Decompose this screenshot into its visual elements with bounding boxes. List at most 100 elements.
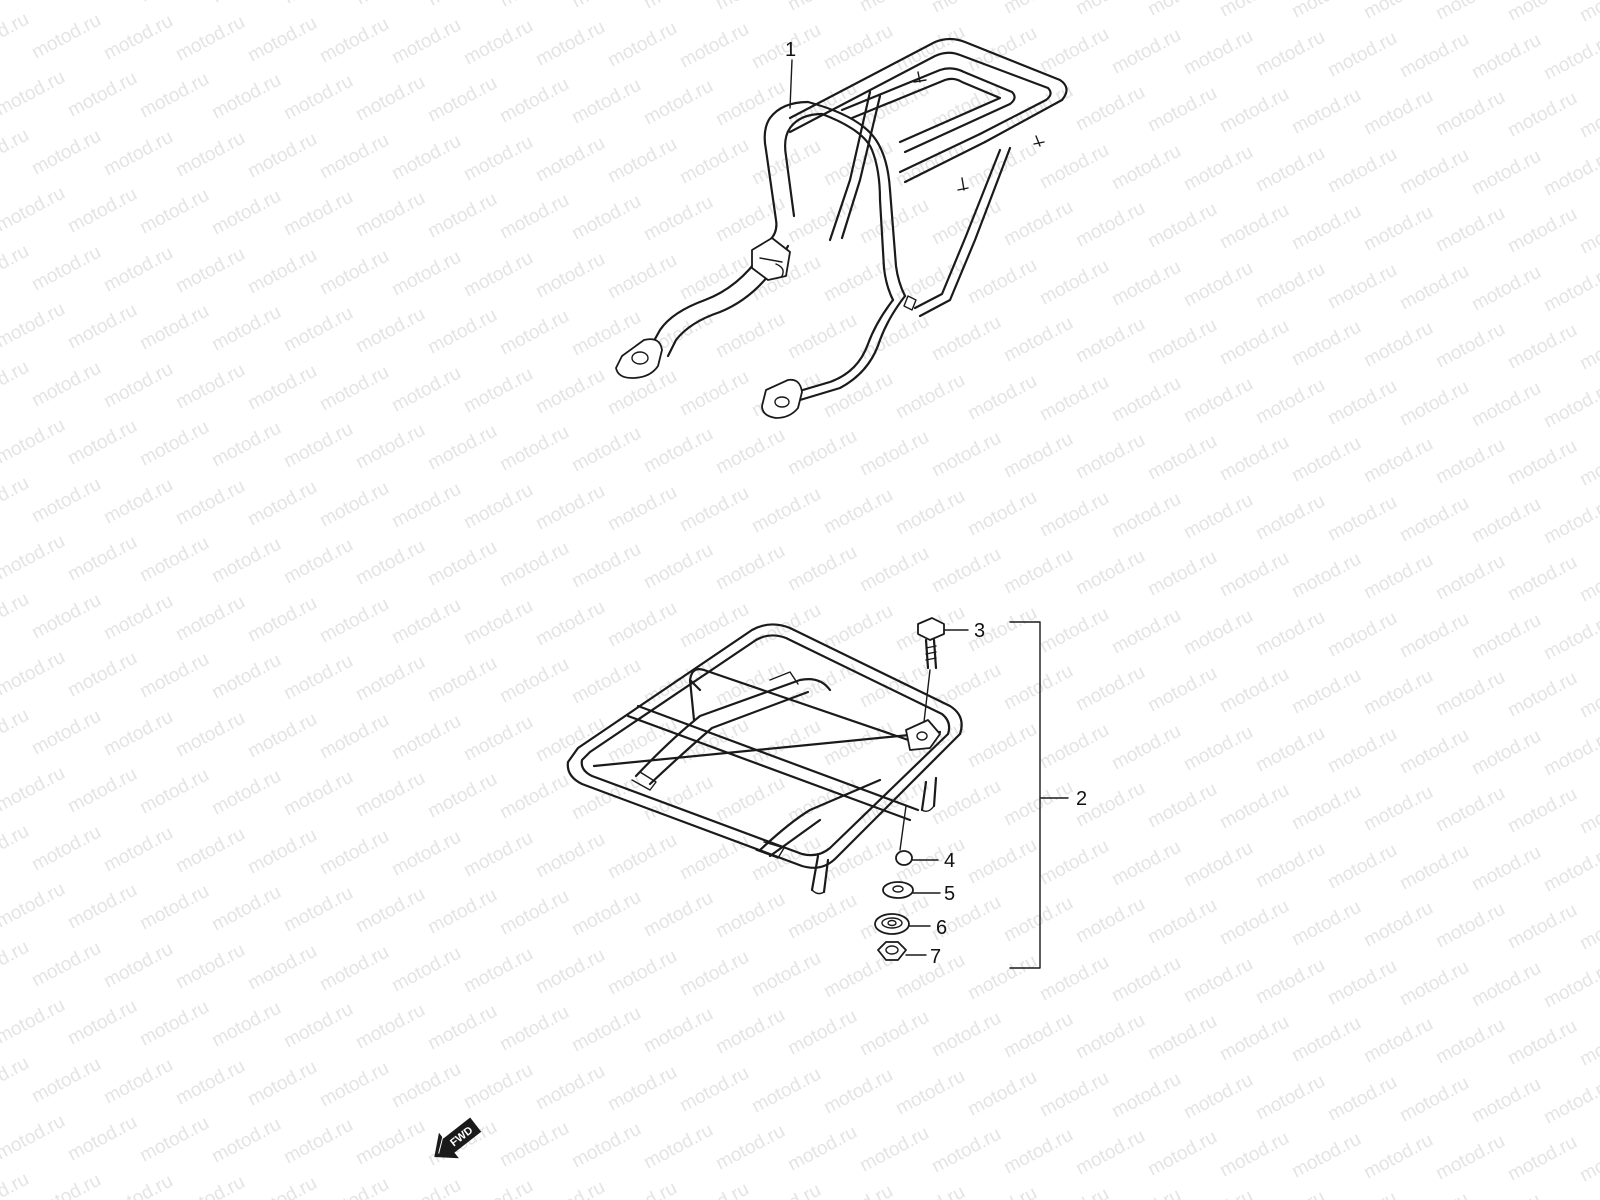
watermark-text: motod.ru (388, 363, 464, 417)
watermark-text: motod.ru (892, 1182, 968, 1200)
watermark-text: motod.ru (136, 301, 212, 355)
watermark-text: motod.ru (604, 482, 680, 536)
watermark-text: motod.ru (100, 359, 176, 413)
watermark-text: motod.ru (1180, 722, 1256, 776)
watermark-text: motod.ru (0, 0, 69, 4)
watermark-text: motod.ru (244, 361, 320, 415)
watermark-text: motod.ru (1144, 431, 1220, 485)
watermark-text: motod.ru (1396, 841, 1472, 895)
watermark-text: motod.ru (352, 304, 428, 358)
watermark-text: motod.ru (28, 242, 104, 296)
watermark-text: motod.ru (928, 196, 1004, 250)
watermark-text: motod.ru (1504, 1016, 1580, 1070)
watermark-text: motod.ru (1252, 143, 1328, 197)
washer-part-5 (882, 881, 914, 899)
watermark-text: motod.ru (1432, 435, 1508, 489)
watermark-text: motod.ru (928, 776, 1004, 830)
watermark-text: motod.ru (712, 889, 788, 943)
watermark-text: motod.ru (784, 658, 860, 712)
watermark-text: motod.ru (316, 1058, 392, 1112)
watermark-text: motod.ru (1072, 314, 1148, 368)
watermark-text: motod.ru (1036, 1184, 1112, 1200)
watermark-text: motod.ru (1252, 27, 1328, 81)
watermark-text: motod.ru (1288, 0, 1364, 22)
watermark-text: motod.ru (1540, 611, 1600, 665)
watermark-text: motod.ru (460, 944, 536, 998)
watermark-text: motod.ru (748, 484, 824, 538)
callout-1: 1 (785, 39, 796, 61)
watermark-text: motod.ru (28, 358, 104, 412)
watermark-text: motod.ru (460, 712, 536, 766)
watermark-text: motod.ru (928, 1124, 1004, 1178)
watermark-text: motod.ru (280, 535, 356, 589)
watermark-text: motod.ru (244, 245, 320, 299)
watermark-text: motod.ru (964, 835, 1040, 889)
watermark-text: motod.ru (316, 826, 392, 880)
watermark-text: motod.ru (1252, 955, 1328, 1009)
watermark-text: motod.ru (1432, 319, 1508, 373)
watermark-text: motod.ru (100, 1055, 176, 1109)
watermark-text: motod.ru (352, 768, 428, 822)
watermark-text: motod.ru (28, 126, 104, 180)
watermark-text: motod.ru (208, 650, 284, 704)
watermark-text: motod.ru (100, 823, 176, 877)
watermark-text: motod.ru (136, 417, 212, 471)
watermark-text: motod.ru (640, 0, 716, 13)
watermark-text: motod.ru (0, 763, 69, 817)
watermark-text: motod.ru (100, 243, 176, 297)
watermark-text: motod.ru (424, 189, 500, 243)
watermark-text: motod.ru (1180, 26, 1256, 80)
watermark-text: motod.ru (892, 370, 968, 424)
watermark-text: motod.ru (1036, 24, 1112, 78)
watermark-text: motod.ru (1216, 780, 1292, 834)
bolt-part-3 (917, 617, 945, 723)
watermark-text: motod.ru (424, 1001, 500, 1055)
watermark-text: motod.ru (100, 707, 176, 761)
watermark-text: motod.ru (424, 305, 500, 359)
watermark-text: motod.ru (496, 770, 572, 824)
watermark-text: motod.ru (0, 473, 33, 527)
watermark-text: motod.ru (604, 830, 680, 884)
watermark-text: motod.ru (1036, 836, 1112, 890)
watermark-text: motod.ru (1180, 1186, 1256, 1200)
watermark-text: motod.ru (1432, 899, 1508, 953)
watermark-text: motod.ru (892, 1066, 968, 1120)
watermark-text: motod.ru (1036, 1068, 1112, 1122)
watermark-text: motod.ru (1432, 551, 1508, 605)
watermark-text: motod.ru (928, 544, 1004, 598)
watermark-text: motod.ru (208, 0, 284, 7)
watermark-text: motod.ru (280, 0, 356, 8)
watermark-text: motod.ru (100, 939, 176, 993)
watermark-text: motod.ru (640, 192, 716, 246)
watermark-text: motod.ru (1180, 606, 1256, 660)
watermark-text: motod.ru (496, 190, 572, 244)
watermark-text: motod.ru (1396, 377, 1472, 431)
watermark-text: motod.ru (1072, 662, 1148, 716)
watermark-text: motod.ru (28, 1054, 104, 1108)
watermark-text: motod.ru (28, 706, 104, 760)
watermark-text: motod.ru (1576, 901, 1600, 955)
watermark-text: motod.ru (172, 1172, 248, 1200)
watermark-text: motod.ru (1432, 667, 1508, 721)
watermark-text: motod.ru (1252, 723, 1328, 777)
watermark-text: motod.ru (424, 885, 500, 939)
watermark-text: motod.ru (964, 1183, 1040, 1200)
watermark-text: motod.ru (604, 18, 680, 72)
watermark-text: motod.ru (496, 422, 572, 476)
watermark-text: motod.ru (712, 193, 788, 247)
watermark-text: motod.ru (136, 69, 212, 123)
watermark-text: motod.ru (244, 1057, 320, 1111)
watermark-text: motod.ru (424, 537, 500, 591)
watermark-text: motod.ru (1504, 436, 1580, 490)
watermark-text: motod.ru (0, 821, 33, 875)
watermark-text: motod.ru (1540, 263, 1600, 317)
watermark-text: motod.ru (964, 719, 1040, 773)
watermark-text: motod.ru (352, 536, 428, 590)
watermark-text: motod.ru (1216, 1128, 1292, 1182)
watermark-text: motod.ru (244, 593, 320, 647)
watermark-text: motod.ru (1432, 203, 1508, 257)
watermark-text: motod.ru (1036, 720, 1112, 774)
watermark-text: motod.ru (820, 833, 896, 887)
watermark-text: motod.ru (604, 1178, 680, 1200)
watermark-text: motod.ru (532, 249, 608, 303)
